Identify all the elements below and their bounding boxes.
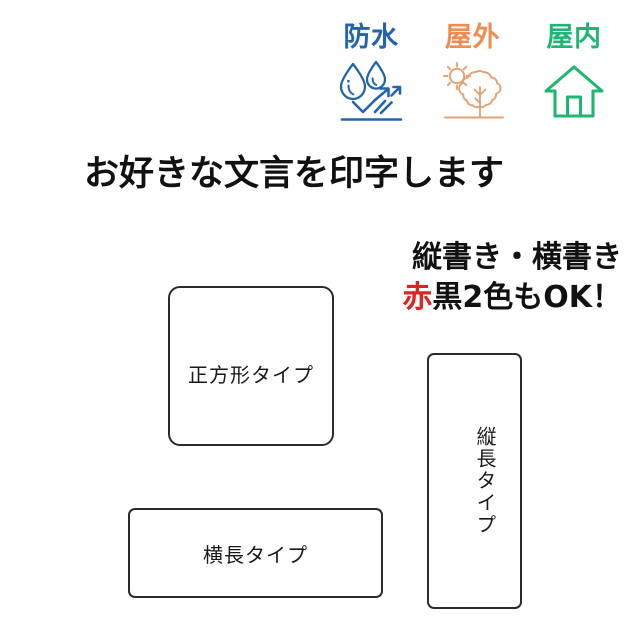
shape-square-label: 正方形タイプ [188, 363, 314, 387]
headline: お好きな文言を印字します [84, 154, 505, 194]
callout-accent-red: 赤 [402, 279, 433, 315]
house-icon [544, 65, 604, 118]
badge-indoor-label: 屋内 [546, 22, 602, 53]
shape-vertical-label: 縦長タイプ [473, 426, 497, 536]
shape-vertical-type: 縦長タイプ [427, 353, 522, 609]
sun-tree-icon [442, 62, 504, 119]
shape-horizontal-label: 横長タイプ [203, 542, 308, 567]
callout-line-2: 赤黒2色もOK！ [402, 278, 622, 318]
badge-outdoor: 屋外 [427, 22, 519, 125]
water-drop-repel-icon [339, 61, 403, 122]
shape-horizontal-type: 横長タイプ [128, 508, 383, 598]
badge-waterproof-label: 防水 [343, 22, 399, 53]
callout-line-2-rest: 黒2色もOK！ [432, 279, 622, 315]
shape-square-type: 正方形タイプ [168, 286, 334, 446]
badge-indoor: 屋内 [528, 22, 620, 125]
callout-line-1: 縦書き・横書き [412, 240, 622, 275]
callout: 縦書き・横書き 赤黒2色もOK！ [402, 238, 622, 318]
badge-waterproof: 防水 [325, 22, 417, 125]
feature-badge-row: 防水 屋外 [325, 22, 620, 139]
badge-outdoor-label: 屋外 [445, 22, 500, 53]
